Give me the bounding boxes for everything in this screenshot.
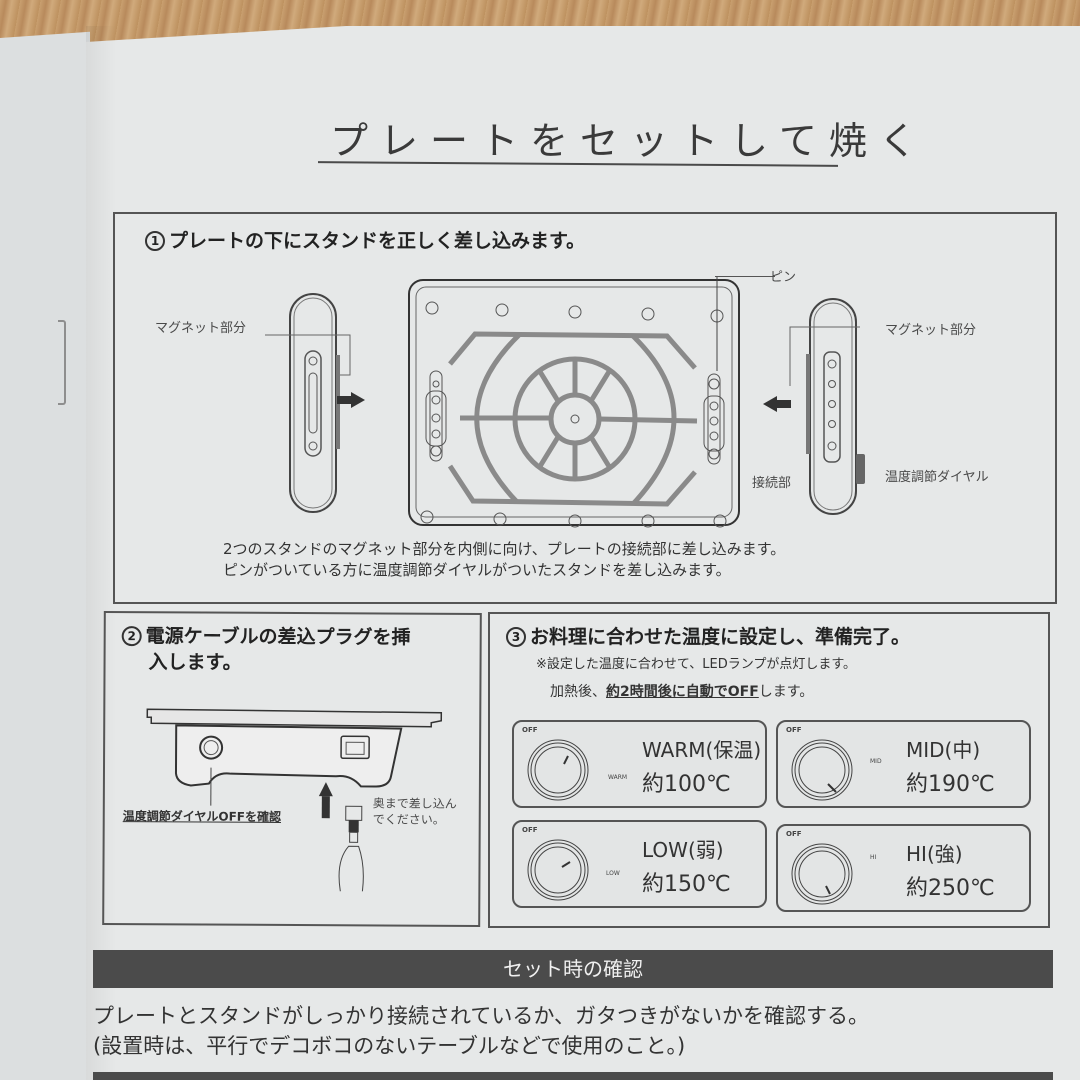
auto-off-suffix: します。 <box>758 684 814 700</box>
temp-setting-name: HI(強) <box>906 842 963 866</box>
dial-off-mark: OFF <box>522 826 538 834</box>
dial-position-mark: HI <box>870 854 877 861</box>
step1-description-line1: 2つのスタンドのマグネット部分を内側に向け、プレートの接続部に差し込みます。 <box>223 540 786 558</box>
left-page-edge <box>0 31 90 1080</box>
dial-icon <box>527 839 589 901</box>
step3-number: 3 <box>506 627 526 647</box>
dial-off-mark: OFF <box>522 726 538 734</box>
temp-setting-warm: OFF WARM WARM(保温) 約100℃ <box>512 720 767 808</box>
dial-position-mark: LOW <box>606 870 620 877</box>
dial-off-mark: OFF <box>786 830 802 838</box>
arrow-right-icon <box>351 392 365 408</box>
connector-label: 接続部 <box>752 476 792 491</box>
auto-off-prefix: 加熱後、 <box>550 684 606 700</box>
temp-setting-value: 約150℃ <box>642 872 731 897</box>
arrow-right-shaft <box>337 396 351 404</box>
insert-note-line2: でください。 <box>372 812 445 827</box>
check-section-banner: セット時の確認 <box>93 950 1053 988</box>
plate-illustration <box>408 276 740 528</box>
check-line2: (設置時は、平行でデコボコのないテーブルなどで使用のこと。) <box>93 1034 686 1058</box>
arrow-left-icon <box>763 396 777 412</box>
check-line1: プレートとスタンドがしっかり接続されているか、ガタつきがないかを確認する。 <box>93 1004 869 1028</box>
temp-setting-value: 約250℃ <box>906 876 995 901</box>
dial-off-mark: OFF <box>786 726 802 734</box>
dial-position-mark: MID <box>870 758 882 765</box>
temp-dial-label: 温度調節ダイヤル <box>885 470 989 485</box>
magnet-label-right: マグネット部分 <box>885 323 977 338</box>
temp-setting-name: WARM(保温) <box>642 738 762 762</box>
step3-heading-text: お料理に合わせた温度に設定し、準備完了。 <box>530 626 911 648</box>
temp-setting-value: 約100℃ <box>642 772 731 797</box>
step1-description-line2: ピンがついている方に温度調節ダイヤルがついたスタンドを差し込みます。 <box>223 561 731 579</box>
magnet-label-left: マグネット部分 <box>155 321 247 336</box>
temp-setting-value: 約190℃ <box>906 772 995 797</box>
step3-led-note: ※設定した温度に合わせて、LEDランプが点灯します。 <box>536 657 857 672</box>
grill-side-view-illustration <box>146 708 443 892</box>
dial-position-mark: WARM <box>608 774 628 781</box>
step1-number: 1 <box>145 231 165 251</box>
staple <box>58 320 66 405</box>
temp-setting-mid: OFF MID MID(中) 約190℃ <box>776 720 1031 808</box>
step1-heading-text: プレートの下にスタンドを正しく差し込みます。 <box>169 230 586 252</box>
temp-setting-name: MID(中) <box>906 738 981 762</box>
temp-setting-low: OFF LOW LOW(弱) 約150℃ <box>512 820 767 908</box>
pin-label: ピン <box>770 270 797 285</box>
dial-icon <box>527 739 589 801</box>
auto-off-emphasis: 約2時間後に自動でOFF <box>606 684 759 700</box>
step3-auto-off-note: 加熱後、約2時間後に自動でOFFします。 <box>550 682 813 703</box>
pin-leader-line <box>715 276 775 277</box>
left-stand-illustration <box>265 293 351 513</box>
page-title: プレートをセットして焼く <box>330 119 929 163</box>
step2-heading-line2: 入します。 <box>148 651 242 674</box>
right-stand-illustration <box>789 298 865 515</box>
temp-setting-name: LOW(弱) <box>642 838 724 862</box>
dial-icon <box>791 739 853 801</box>
dial-off-note: 温度調節ダイヤルOFFを確認 <box>122 809 282 824</box>
step2-heading-line1: 電源ケーブルの差込プラグを挿 <box>145 625 411 649</box>
arrow-left-shaft <box>777 400 791 408</box>
next-section-bar <box>93 1072 1053 1080</box>
step2-number: 2 <box>121 626 142 647</box>
page-fold-shadow <box>86 26 116 1080</box>
dial-icon <box>791 843 853 905</box>
insert-note-line1: 奥まで差し込ん <box>372 796 457 811</box>
temp-setting-hi: OFF HI HI(強) 約250℃ <box>776 824 1031 912</box>
